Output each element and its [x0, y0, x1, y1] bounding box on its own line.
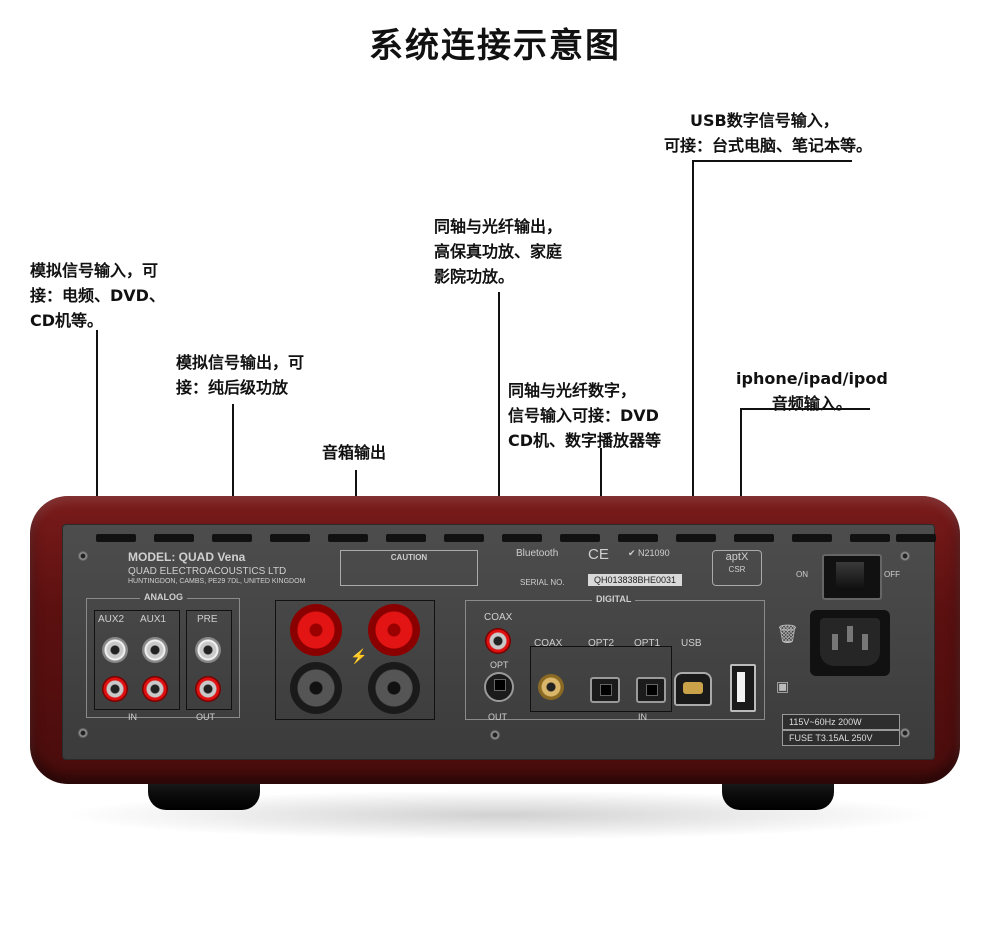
- usb-label: USB: [681, 638, 702, 649]
- screw: [900, 728, 910, 738]
- bluetooth-logo: Bluetooth: [516, 548, 559, 559]
- weee-bin-icon: 🗑: [776, 624, 799, 644]
- caution-sticker: CAUTION: [340, 550, 478, 586]
- leader-line-usb-input-horizontal: [692, 160, 852, 162]
- leader-line-coax-optical-output: [498, 292, 500, 614]
- annotation-usb-input: USB数字信号输入， 可接：台式电脑、笔记本等。: [664, 111, 873, 155]
- digital-out-label: OUT: [488, 712, 507, 722]
- annotation-speaker-output: 音箱输出: [322, 443, 387, 462]
- digital-label: DIGITAL: [592, 594, 636, 604]
- coax-in-label: COAX: [534, 638, 563, 649]
- optical-1-input-port[interactable]: [636, 677, 666, 703]
- analog-output-box: [186, 610, 232, 710]
- aptx-logo: aptX CSR: [712, 550, 762, 586]
- serial-label: SERIAL NO.: [520, 578, 565, 587]
- coax-output-jack[interactable]: [485, 628, 511, 654]
- serial-number: QH013838BHE0031: [588, 574, 683, 586]
- aux2-right-jack[interactable]: [102, 676, 128, 702]
- diagram-title: 系统连接示意图: [369, 26, 621, 66]
- leader-line-iphone-input-horizontal: [740, 408, 870, 410]
- vent-slots: [96, 534, 936, 544]
- annotation-analog-output: 模拟信号输出，可 接：纯后级功放: [176, 353, 305, 397]
- aux1-right-jack[interactable]: [142, 676, 168, 702]
- pre-right-jack[interactable]: [195, 676, 221, 702]
- address-label: HUNTINGDON, CAMBS, PE29 7DL, UNITED KING…: [128, 578, 306, 585]
- double-insulation-icon: ▣: [776, 678, 790, 694]
- screw: [78, 551, 88, 561]
- aux2-label: AUX2: [98, 614, 125, 625]
- maker-label: QUAD ELECTROACOUSTICS LTD: [128, 566, 287, 577]
- usb-a-port[interactable]: [730, 664, 756, 712]
- analog-out-label: OUT: [196, 712, 215, 722]
- iec-power-inlet[interactable]: [810, 610, 890, 676]
- screw: [900, 551, 910, 561]
- power-switch[interactable]: [822, 554, 882, 600]
- model-label: MODEL: QUAD Vena: [128, 550, 246, 564]
- fuse-rating-plate: FUSE T3.15AL 250V: [782, 730, 900, 746]
- leader-line-analog-input: [96, 330, 98, 570]
- coax-input-jack[interactable]: [538, 674, 564, 700]
- optical-2-input-port[interactable]: [590, 677, 620, 703]
- hazard-bolt-icon: ⚡: [350, 648, 368, 664]
- power-on-label: ON: [796, 570, 808, 579]
- annotation-coax-optical-input: 同轴与光纤数字， 信号输入可接：DVD CD机、数字播放器等: [508, 381, 662, 450]
- pre-left-jack[interactable]: [195, 637, 221, 663]
- screw: [490, 730, 500, 740]
- annotation-coax-optical-output: 同轴与光纤输出， 高保真功放、家庭 影院功放。: [434, 217, 563, 286]
- leader-line-analog-output: [232, 404, 234, 574]
- optical-output-port[interactable]: [484, 672, 514, 702]
- analog-input-box: [94, 610, 180, 710]
- analog-label: ANALOG: [140, 592, 187, 602]
- usb-b-port[interactable]: [674, 672, 712, 706]
- speaker-right-positive-terminal[interactable]: [290, 604, 342, 656]
- screw: [78, 728, 88, 738]
- pre-label: PRE: [197, 614, 218, 625]
- coax-out-label: COAX: [484, 612, 513, 623]
- opt1-label: OPT1: [634, 638, 661, 649]
- opt-out-label: OPT: [490, 660, 509, 670]
- speaker-left-negative-terminal[interactable]: [368, 662, 420, 714]
- power-rating-plate: 115V~60Hz 200W: [782, 714, 900, 730]
- speaker-left-positive-terminal[interactable]: [368, 604, 420, 656]
- ce-mark: CE: [588, 546, 609, 563]
- digital-input-box: [530, 646, 672, 712]
- power-off-label: OFF: [884, 570, 900, 579]
- digital-in-label: IN: [638, 712, 647, 722]
- aux1-left-jack[interactable]: [142, 637, 168, 663]
- speaker-right-negative-terminal[interactable]: [290, 662, 342, 714]
- aux2-left-jack[interactable]: [102, 637, 128, 663]
- aux1-label: AUX1: [140, 614, 167, 625]
- leader-line-usb-input-vertical: [692, 160, 694, 682]
- speaker-output-box: [275, 600, 435, 720]
- analog-in-label: IN: [128, 712, 137, 722]
- annotation-analog-input: 模拟信号输入，可 接：电频、DVD、 CD机等。: [30, 261, 165, 330]
- opt2-label: OPT2: [588, 638, 615, 649]
- n-code-mark: ✔ N21090: [628, 548, 670, 558]
